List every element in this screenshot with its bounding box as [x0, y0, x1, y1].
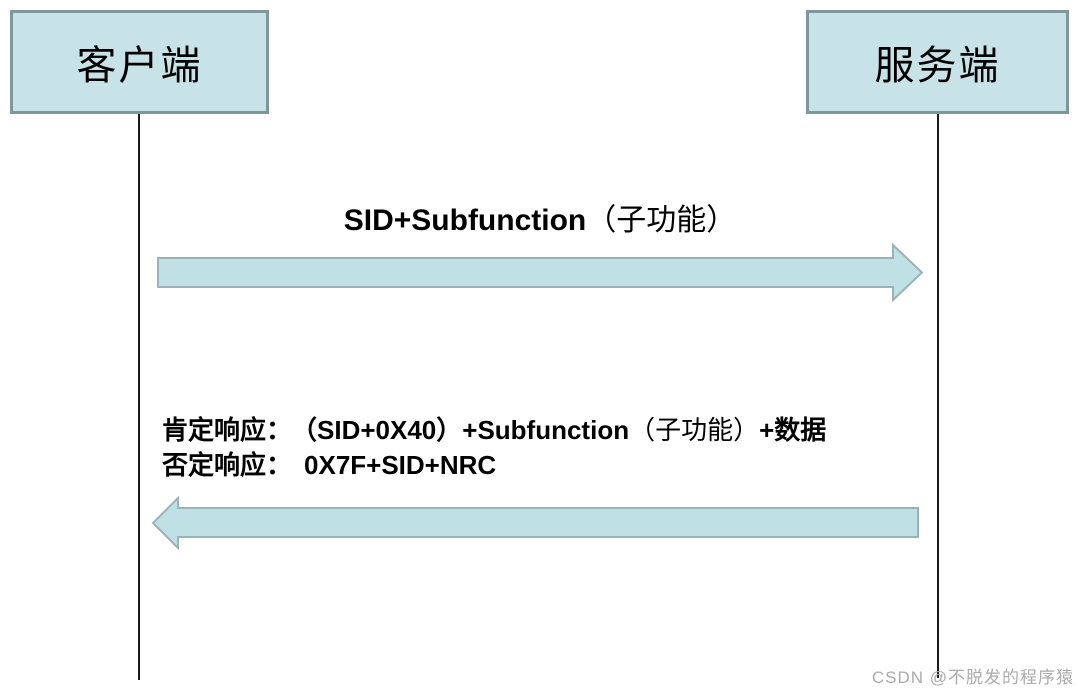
- response-negative-code: 0X7F+SID+NRC: [304, 450, 497, 480]
- request-label-cjk: （子功能）: [586, 204, 737, 237]
- request-label-latin: SID+Subfunction: [343, 204, 587, 237]
- watermark: CSDN @不脱发的程序猿: [871, 668, 1074, 687]
- response-positive-plus: +: [759, 415, 775, 445]
- response-positive-subfunction-cjk: （子功能）: [629, 416, 760, 445]
- actor-client-label: 客户端: [76, 43, 203, 88]
- response-line-positive: 肯定响应： （SID+0X40）+Subfunction（子功能）+数据: [162, 413, 826, 448]
- request-arrow-right: [157, 242, 924, 303]
- server-lifeline: [937, 114, 939, 678]
- response-line-negative: 否定响应： 0X7F+SID+NRC: [162, 448, 826, 483]
- actor-server-box: 服务端: [806, 10, 1069, 114]
- response-positive-code: （SID+0X40）+Subfunction: [304, 415, 630, 445]
- actor-server-label: 服务端: [874, 43, 1001, 88]
- response-message-label: 肯定响应： （SID+0X40）+Subfunction（子功能）+数据 否定响应…: [162, 413, 826, 483]
- request-message-label: SID+Subfunction（子功能）: [158, 202, 922, 240]
- response-negative-prefix: 否定响应：: [162, 451, 293, 480]
- response-arrow-left: [151, 495, 919, 551]
- response-positive-prefix: 肯定响应：: [162, 416, 293, 445]
- response-positive-data: 数据: [774, 416, 827, 445]
- client-lifeline: [138, 114, 140, 680]
- actor-client-box: 客户端: [10, 10, 269, 114]
